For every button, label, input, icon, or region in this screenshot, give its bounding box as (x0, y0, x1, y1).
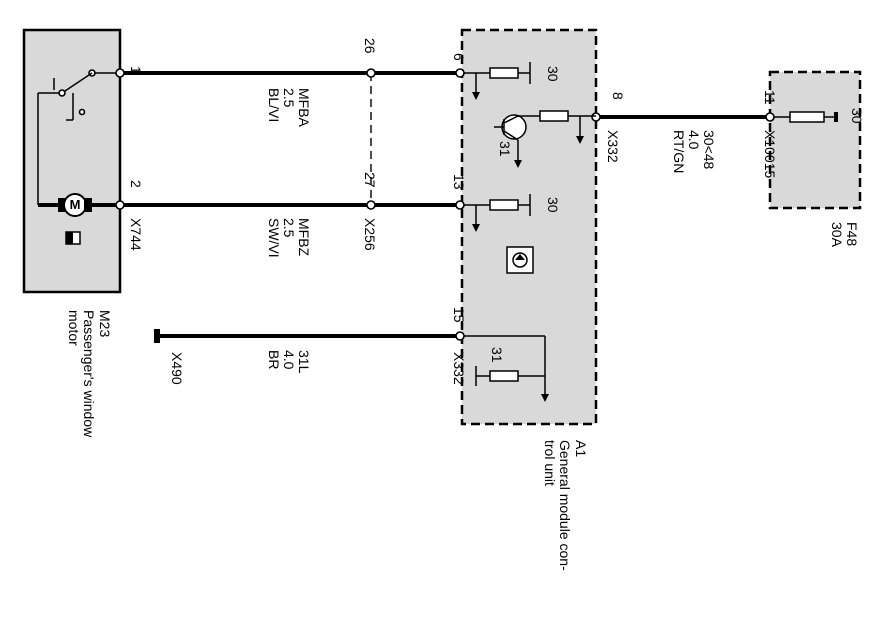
a1-output-1 (464, 62, 531, 100)
pin-a1-15 (455, 331, 465, 341)
wire-ground-color: BR (266, 350, 282, 369)
terminal-31-ground: 31 (489, 347, 505, 363)
m23-ref: M23 (97, 310, 113, 337)
wire-ground-size: 4.0 (281, 350, 297, 370)
wire-mfbz-signal: MFBZ (296, 218, 312, 257)
m23-name-line1: Passenger's window (81, 310, 97, 438)
ground-icon (154, 329, 160, 343)
pin-m23-1 (115, 68, 125, 78)
pin-label-13: 13 (451, 174, 467, 190)
pin-x256-26 (366, 68, 376, 78)
terminal-30-mid: 30 (545, 197, 561, 213)
wire-ground-signal: 31L (296, 350, 312, 374)
motor-label: M (70, 197, 81, 212)
wire-mfba-signal: MFBA (296, 88, 312, 128)
ground-point-x490: X490 (169, 352, 185, 385)
pin-label-6: 6 (451, 53, 467, 61)
terminal-30-top: 30 (545, 66, 561, 82)
m23-name-line2: motor (66, 310, 82, 346)
pin-label-2: 2 (128, 180, 144, 188)
fuse-icon (774, 111, 838, 123)
pin-a1-8 (591, 112, 601, 122)
a1-ground-circuit (464, 335, 549, 402)
pin-label-8: 8 (610, 92, 626, 100)
wire-mfbz-size: 2.5 (281, 218, 297, 238)
connector-x332-ground: X332 (451, 352, 467, 385)
a1-name-line2: trol unit (542, 440, 558, 486)
connector-x332-supply: X332 (605, 130, 621, 163)
a1-name-line1: General module con- (557, 440, 573, 571)
pin-m23-2 (115, 200, 125, 210)
terminal-31-transistor: 31 (497, 141, 513, 157)
wire-supply-size: 4.0 (686, 130, 702, 150)
connector-x256: X256 (362, 218, 378, 251)
wire-supply-signal: 30<48 (701, 130, 717, 170)
connector-x10015: X10015 (762, 130, 778, 178)
pin-a1-13 (455, 200, 465, 210)
a1-module-box (460, 28, 598, 426)
f48-ref: F48 (844, 222, 860, 246)
motor-icon: M (38, 193, 92, 245)
wire-mfba-color: BL/VI (266, 88, 282, 122)
wire-mfbz-color: SW/VI (266, 218, 282, 258)
a1-ref: A1 (573, 440, 589, 457)
pin-label-15: 15 (451, 307, 467, 323)
pin-label-26: 26 (362, 38, 378, 54)
logic-icon (506, 246, 534, 274)
f48-rating: 30A (829, 222, 845, 248)
connector-x744: X744 (128, 218, 144, 251)
f48-fuse-box (768, 70, 862, 210)
wire-supply-color: RT/GN (671, 130, 687, 173)
pin-label-27: 27 (362, 172, 378, 188)
pin-label-1: 1 (128, 66, 144, 74)
a1-output-2 (464, 194, 531, 232)
pin-label-11: 11 (762, 90, 778, 105)
transistor-icon (494, 110, 596, 168)
pin-x256-27 (366, 200, 376, 210)
pin-f48-11 (765, 112, 775, 122)
pin-a1-6 (455, 68, 465, 78)
wire-mfba-size: 2.5 (281, 88, 297, 108)
terminal-30-fuse: 30 (849, 108, 865, 124)
